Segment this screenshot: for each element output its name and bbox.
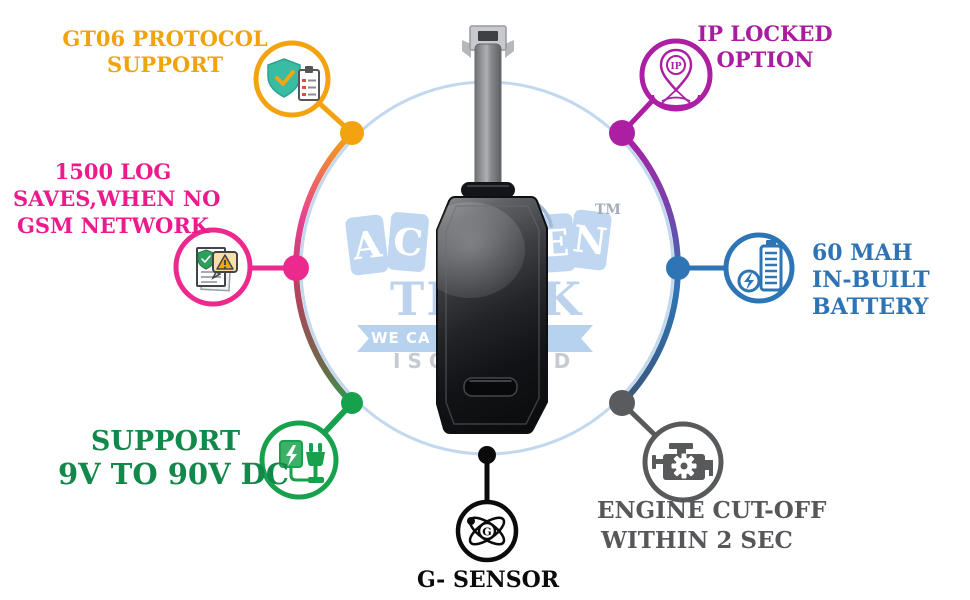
atom-g-icon: G — [455, 499, 519, 563]
feature-line: SUPPORT — [90, 426, 241, 457]
ip-pin-label: IP — [671, 62, 682, 72]
feature-line: 9V TO 90V DC — [58, 457, 289, 491]
antenna-connector — [462, 25, 514, 58]
feature-line: BATTERY — [812, 294, 929, 320]
shield-checklist-icon — [253, 40, 331, 118]
device-body-detail — [437, 202, 540, 425]
feature-label-engine-cutoff: ENGINE CUT-OFF WITHIN 2 SEC — [597, 496, 827, 556]
tagline-fragment: WE CA — [371, 329, 431, 347]
feature-label-battery: 60 MAH IN-BUILT BATTERY — [812, 240, 962, 321]
battery-charge-icon — [723, 232, 795, 304]
feature-line: SUPPORT — [106, 52, 224, 77]
feature-label-gt06-protocol: GT06 PROTOCOL SUPPORT — [60, 26, 270, 78]
feature-line: SAVES,WHEN NO — [13, 186, 221, 211]
feature-line: GT06 PROTOCOL — [62, 26, 268, 51]
connector-dots — [283, 120, 690, 464]
feature-label-g-sensor: G- SENSOR — [408, 567, 568, 593]
feature-line: WITHIN 2 SEC — [601, 527, 793, 554]
feature-line: 1500 LOG — [54, 159, 172, 184]
feature-label-power-support: SUPPORT 9V TO 90V DC — [58, 425, 289, 491]
feature-line: G- SENSOR — [416, 567, 560, 593]
feature-label-ip-locked: IP LOCKED OPTION — [690, 21, 840, 73]
feature-line: IN-BUILT — [812, 267, 930, 293]
trademark-symbol: TM — [595, 202, 621, 218]
feature-line: GSM NETWORK — [16, 213, 210, 238]
ip-location-pin-icon: IP — [639, 38, 713, 112]
feature-line: 60 MAH — [812, 240, 913, 266]
device-button — [463, 377, 518, 397]
feature-label-log-saves: 1500 LOG SAVES,WHEN NO GSM NETWORK — [13, 158, 221, 239]
feature-line: OPTION — [716, 47, 814, 72]
feature-line: IP LOCKED — [697, 21, 833, 46]
feature-line: ENGINE CUT-OFF — [597, 497, 827, 524]
power-plug-icon — [259, 420, 339, 500]
engine-icon — [642, 421, 724, 503]
g-sensor-letter: G — [482, 526, 491, 539]
document-warning-icon — [173, 227, 253, 307]
